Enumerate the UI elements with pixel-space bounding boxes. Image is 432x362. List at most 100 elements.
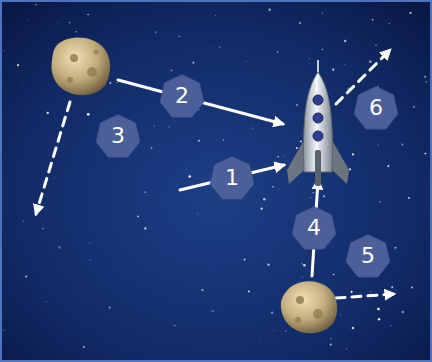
star: [116, 82, 117, 83]
star: [299, 22, 301, 24]
star: [69, 22, 71, 24]
star: [252, 127, 253, 128]
callout-badge: 3: [95, 113, 141, 159]
star: [171, 151, 173, 153]
star: [277, 156, 279, 158]
star: [212, 310, 214, 312]
star: [424, 153, 426, 155]
callout-badge: 2: [159, 73, 205, 119]
star: [198, 109, 199, 110]
star: [198, 140, 200, 142]
star: [17, 64, 19, 66]
star: [303, 264, 306, 267]
star: [87, 113, 90, 116]
star: [168, 126, 169, 127]
dashed-arrow: [336, 294, 394, 298]
star: [330, 338, 332, 340]
star: [379, 201, 380, 202]
star: [394, 289, 396, 291]
star: [144, 191, 146, 193]
callout-badge: 5: [345, 233, 391, 279]
star: [272, 186, 274, 188]
star: [219, 47, 220, 48]
star: [333, 274, 334, 275]
star: [411, 287, 413, 289]
star: [223, 139, 225, 141]
star: [343, 64, 345, 66]
star: [23, 221, 24, 222]
star: [3, 329, 4, 330]
star: [296, 147, 298, 149]
star: [179, 36, 180, 37]
star: [351, 291, 353, 293]
star: [424, 76, 426, 78]
star: [391, 286, 393, 288]
star: [301, 263, 303, 265]
star: [192, 62, 194, 64]
star: [401, 143, 403, 145]
star: [151, 147, 153, 149]
star: [171, 69, 173, 71]
star: [269, 9, 271, 11]
star: [323, 195, 325, 197]
star: [56, 22, 58, 24]
star: [4, 50, 5, 51]
star: [261, 208, 263, 210]
star: [390, 325, 391, 326]
star: [344, 40, 346, 42]
star: [408, 197, 410, 199]
star: [137, 216, 139, 218]
star: [197, 213, 199, 215]
star: [425, 81, 427, 83]
star: [285, 330, 287, 332]
star: [296, 104, 298, 106]
star: [173, 324, 175, 326]
star: [35, 4, 37, 6]
star: [263, 198, 265, 200]
stars: [3, 4, 427, 350]
star: [352, 153, 354, 155]
star: [372, 19, 374, 21]
star: [302, 277, 303, 278]
star: [246, 61, 247, 62]
star: [76, 31, 77, 32]
star: [89, 259, 90, 260]
star: [300, 140, 302, 142]
star: [413, 106, 416, 109]
dashed-arrow: [36, 102, 70, 214]
star: [313, 192, 314, 193]
star: [267, 263, 269, 265]
star: [214, 15, 216, 17]
star: [349, 168, 351, 170]
star: [144, 227, 146, 229]
star: [109, 306, 111, 308]
star: [25, 275, 27, 277]
star: [273, 330, 275, 332]
star: [378, 318, 380, 320]
star: [322, 13, 323, 14]
star: [26, 19, 28, 21]
star: [410, 12, 412, 14]
star: [42, 228, 43, 229]
arrow: [180, 165, 284, 190]
star: [53, 176, 55, 178]
star: [201, 289, 203, 291]
callout-number: 4: [307, 217, 321, 239]
star: [405, 251, 407, 253]
star: [408, 23, 410, 25]
star: [378, 144, 379, 145]
star: [21, 85, 23, 87]
asteroid: [52, 37, 111, 95]
star: [155, 31, 156, 32]
star: [46, 301, 47, 302]
star: [332, 69, 334, 71]
star: [277, 51, 279, 53]
star: [345, 348, 347, 350]
star: [340, 314, 342, 316]
callout-badge: 6: [353, 85, 399, 131]
star: [310, 197, 311, 198]
star: [89, 242, 90, 243]
star: [109, 82, 111, 84]
star: [377, 308, 380, 311]
